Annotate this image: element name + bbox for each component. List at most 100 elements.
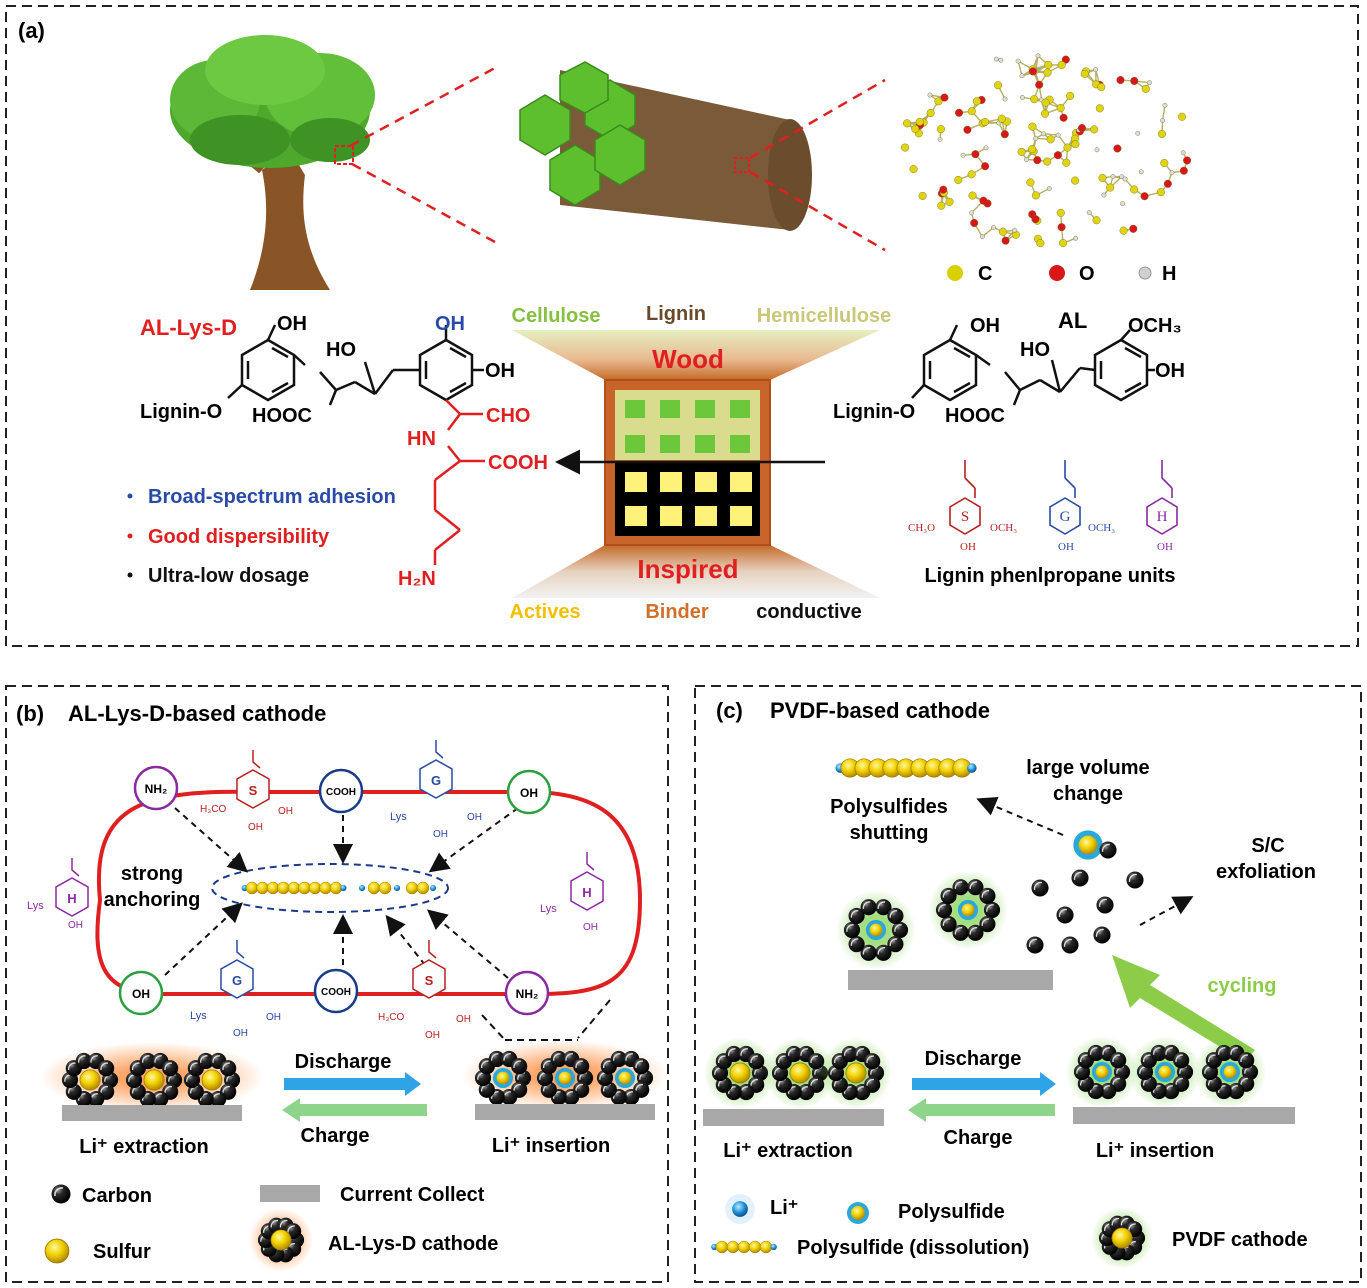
li-extraction-label-c: Li⁺ extraction xyxy=(723,1140,852,1162)
legend-li: Li⁺ xyxy=(770,1197,798,1219)
ring-s-top-h3co: H₃CO xyxy=(200,804,227,815)
ring-g-bottom-letter: G xyxy=(232,973,242,988)
al-lys-d-oh-3: OH xyxy=(485,360,515,382)
ring-s-top-oh1: OH xyxy=(278,806,293,817)
wood-inspired-schematic xyxy=(512,330,880,598)
ring-unit-s-bottom xyxy=(412,940,446,999)
group-cooh-bottom: COOH xyxy=(313,968,359,1014)
zoom-line-1b xyxy=(351,162,496,244)
nh2-top-label: NH₂ xyxy=(145,782,168,796)
ring-h-left-oh: OH xyxy=(68,920,83,931)
exfoliation-label-1: S/C xyxy=(1251,835,1284,857)
al-title: AL xyxy=(1058,308,1087,333)
atom-legend: C O H xyxy=(947,263,1176,285)
ring-h-right-letter: H xyxy=(582,885,591,900)
al-ho: HO xyxy=(1020,339,1050,361)
sulfur-legend-icon xyxy=(44,1238,70,1264)
polysulfide-legend-icon xyxy=(847,1202,869,1224)
unit-s-letter: S xyxy=(961,509,969,525)
volume-label-2: change xyxy=(1053,783,1123,805)
unit-g-oh: OH xyxy=(1058,541,1074,553)
pvdf-cathode-legend-icon xyxy=(1091,1207,1153,1269)
unit-s-left: CH₃O xyxy=(908,522,935,534)
al-oh-1: OH xyxy=(970,315,1000,337)
panel-b-title: AL-Lys-D-based cathode xyxy=(68,701,326,726)
unit-s-right: OCH₃ xyxy=(990,522,1017,534)
al-lys-d-cathode-legend-icon xyxy=(249,1208,313,1272)
group-cooh-top: COOH xyxy=(318,768,364,814)
anchoring-label-1: strong xyxy=(121,863,183,885)
legend-polysulfide: Polysulfide xyxy=(898,1201,1005,1223)
atom-label-o: O xyxy=(1079,263,1095,285)
legend-carbon: Carbon xyxy=(82,1185,152,1207)
label-lignin: Lignin xyxy=(646,303,706,325)
al-lys-d-ho: HO xyxy=(326,339,356,361)
group-oh-top: OH xyxy=(506,769,552,815)
panel-c-title: PVDF-based cathode xyxy=(770,698,990,723)
al-lys-d-hn: HN xyxy=(407,428,436,450)
current-collector-top-c xyxy=(848,970,1053,990)
zoom-line-2b xyxy=(749,170,886,252)
ring-unit-s-top xyxy=(236,750,270,809)
exfoliation-label-2: exfoliation xyxy=(1216,861,1316,883)
panel-a-label: (a) xyxy=(18,18,45,43)
label-wood: Wood xyxy=(652,344,724,374)
al-lignin-o: Lignin-O xyxy=(833,401,915,423)
ring-g-top-lys: Lys xyxy=(390,811,407,823)
atom-label-c: C xyxy=(978,263,992,285)
discharge-label-b: Discharge xyxy=(295,1051,392,1073)
charge-label-c: Charge xyxy=(944,1127,1013,1149)
carbon-atom-icon xyxy=(947,265,963,281)
legend-polysulfide-dissolution: Polysulfide (dissolution) xyxy=(797,1237,1029,1259)
tree-illustration xyxy=(170,35,375,290)
label-actives: Actives xyxy=(509,601,580,623)
pvdf-electrode-insertion xyxy=(1066,1036,1295,1124)
label-binder: Binder xyxy=(645,601,709,623)
al-lys-d-electrode-extraction xyxy=(40,1042,265,1121)
panel-b-border xyxy=(5,685,669,1283)
ring-unit-h-right xyxy=(570,852,604,911)
ring-s-top-oh2: OH xyxy=(248,822,263,833)
li-extraction-label-b: Li⁺ extraction xyxy=(79,1136,208,1158)
discharge-label-c: Discharge xyxy=(925,1048,1022,1070)
ring-g-top-oh2: OH xyxy=(433,829,448,840)
exfoliation-arrow xyxy=(1139,896,1194,926)
group-nh2-bottom: NH₂ xyxy=(504,970,550,1016)
cooh-top-label: COOH xyxy=(326,787,356,798)
unit-h-oh: OH xyxy=(1157,541,1173,553)
charge-arrow-c xyxy=(908,1098,1055,1122)
atom-label-h: H xyxy=(1162,263,1176,285)
al-structure xyxy=(911,324,1155,406)
polysulfide-zone xyxy=(211,863,449,913)
unit-s xyxy=(949,460,981,535)
feature-adhesion: Broad-spectrum adhesion xyxy=(148,486,396,508)
cycling-arrow xyxy=(1112,955,1255,1062)
ring-h-right-oh: OH xyxy=(583,922,598,933)
pvdf-electrode-extraction xyxy=(703,1037,892,1126)
shuttle-arrow xyxy=(976,797,1064,836)
ring-g-bottom-oh2: OH xyxy=(233,1028,248,1039)
group-nh2-top: NH₂ xyxy=(133,765,179,811)
label-conductive: conductive xyxy=(756,601,862,623)
al-lys-d-cooh: COOH xyxy=(488,452,548,474)
bullet-2 xyxy=(127,533,133,539)
ring-g-bottom-lys: Lys xyxy=(190,1010,207,1022)
label-cellulose: Cellulose xyxy=(512,305,601,327)
units-caption: Lignin phenlpropane units xyxy=(924,565,1175,587)
wood-fiber-bundle xyxy=(519,61,812,231)
feature-dosage: Ultra-low dosage xyxy=(148,565,309,587)
bullet-1 xyxy=(127,493,133,499)
unit-h xyxy=(1146,460,1178,535)
ring-s-top-letter: S xyxy=(249,783,258,798)
lignin-molecular-model xyxy=(901,53,1192,248)
legend-al-lys-d-cathode: AL-Lys-D cathode xyxy=(328,1233,498,1255)
ring-s-bottom-oh2: OH xyxy=(425,1030,440,1041)
nh2-bottom-label: NH₂ xyxy=(516,987,539,1001)
legend-sulfur: Sulfur xyxy=(93,1241,151,1263)
ring-s-bottom-oh1: OH xyxy=(456,1014,471,1025)
unit-s-oh: OH xyxy=(960,541,976,553)
ring-h-left-letter: H xyxy=(67,891,76,906)
label-inspired: Inspired xyxy=(637,554,738,584)
ring-g-top-oh1: OH xyxy=(467,812,482,823)
ring-h-left-lys: Lys xyxy=(27,900,44,912)
